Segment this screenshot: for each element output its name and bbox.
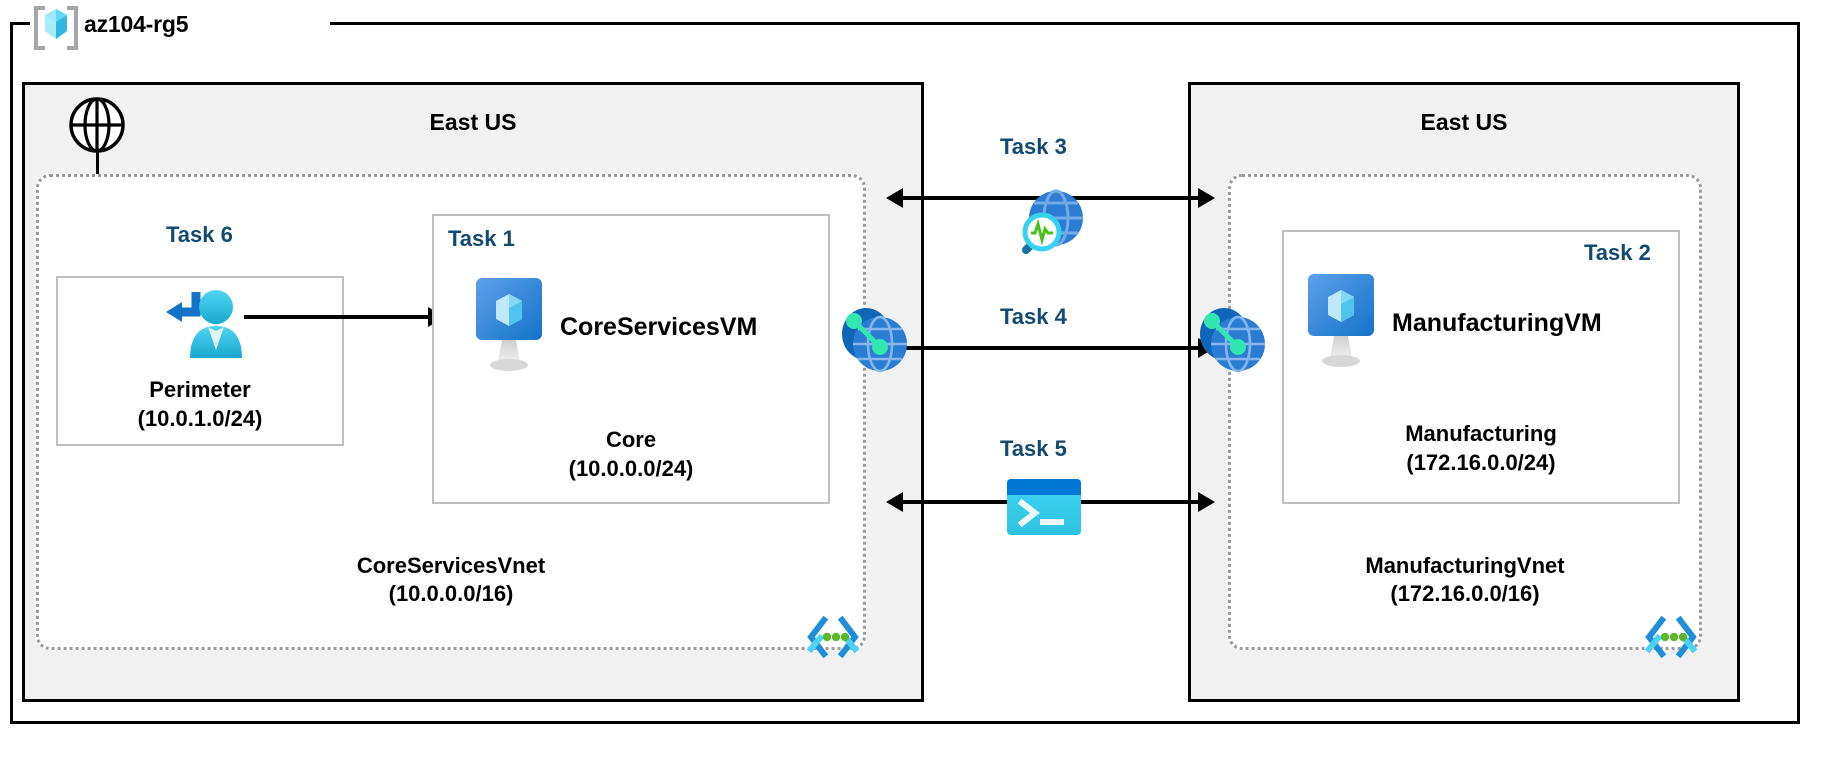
subnet-core-name: Core bbox=[605, 427, 657, 452]
vm-manufacturing-name: ManufacturingVM bbox=[1392, 309, 1602, 337]
vnet-peering-icon bbox=[838, 304, 912, 378]
bastion-user-icon bbox=[160, 286, 244, 364]
vnet-core-label-group: CoreServicesVnet (10.0.0.0/16) bbox=[36, 552, 866, 608]
resource-group-cube-icon bbox=[34, 4, 78, 50]
resource-group-title: az104-rg5 bbox=[34, 4, 189, 50]
vnet-core-name: CoreServicesVnet bbox=[356, 553, 546, 578]
vnet-manufacturing-name: ManufacturingVnet bbox=[1365, 553, 1565, 578]
connector-task4-line bbox=[900, 346, 1212, 350]
task-label-4: Task 4 bbox=[1000, 304, 1067, 329]
connector-task5-arrowhead-right bbox=[1198, 492, 1215, 512]
vm-manufacturing: ManufacturingVM bbox=[1304, 272, 1602, 375]
vnet-core-cidr: (10.0.0.0/16) bbox=[388, 581, 514, 607]
subnet-perimeter-cidr: (10.0.1.0/24) bbox=[137, 405, 263, 431]
resource-group-name: az104-rg5 bbox=[84, 10, 189, 37]
subnet-core-cidr: (10.0.0.0/24) bbox=[568, 455, 694, 481]
task-label-1: Task 1 bbox=[448, 226, 515, 251]
region-title-left: East US bbox=[429, 109, 517, 135]
region-title-right: East US bbox=[1420, 109, 1508, 135]
vnet-peering-icon bbox=[1196, 304, 1270, 378]
connector-perimeter-to-core-line bbox=[244, 315, 434, 319]
vnet-manufacturing-label-group: ManufacturingVnet (172.16.0.0/16) bbox=[1228, 552, 1702, 608]
cube-glyph bbox=[45, 9, 67, 39]
resource-group-title-mask bbox=[30, 8, 330, 40]
task-label-5: Task 5 bbox=[1000, 436, 1067, 461]
virtual-machine-icon bbox=[1304, 272, 1378, 375]
globe-icon bbox=[68, 96, 126, 154]
vm-core-services: CoreServicesVM bbox=[472, 276, 757, 379]
subnet-code-brackets-icon bbox=[1644, 615, 1698, 659]
vnet-manufacturing-cidr: (172.16.0.0/16) bbox=[1390, 581, 1540, 607]
task-label-3: Task 3 bbox=[1000, 134, 1067, 159]
task-label-2: Task 2 bbox=[1584, 240, 1651, 265]
subnet-perimeter-name: Perimeter bbox=[149, 377, 251, 402]
connector-task3-arrowhead-right bbox=[1198, 188, 1215, 208]
virtual-machine-icon bbox=[472, 276, 546, 379]
network-watcher-icon bbox=[1004, 188, 1090, 266]
subnet-manufacturing-label-group: Manufacturing (172.16.0.0/24) bbox=[1282, 420, 1680, 477]
subnet-core bbox=[432, 214, 830, 504]
subnet-manufacturing-name: Manufacturing bbox=[1405, 421, 1557, 446]
subnet-code-brackets-icon bbox=[806, 615, 860, 659]
subnet-manufacturing-cidr: (172.16.0.0/24) bbox=[1406, 449, 1556, 475]
subnet-perimeter-label-group: Perimeter (10.0.1.0/24) bbox=[56, 376, 344, 433]
connector-task3-arrowhead-left bbox=[886, 188, 903, 208]
subnet-core-label-group: Core (10.0.0.0/24) bbox=[432, 426, 830, 483]
connector-task5-arrowhead-left bbox=[886, 492, 903, 512]
cloud-shell-icon bbox=[1006, 478, 1082, 536]
task-label-6: Task 6 bbox=[166, 222, 233, 247]
vm-core-services-name: CoreServicesVM bbox=[560, 313, 758, 341]
